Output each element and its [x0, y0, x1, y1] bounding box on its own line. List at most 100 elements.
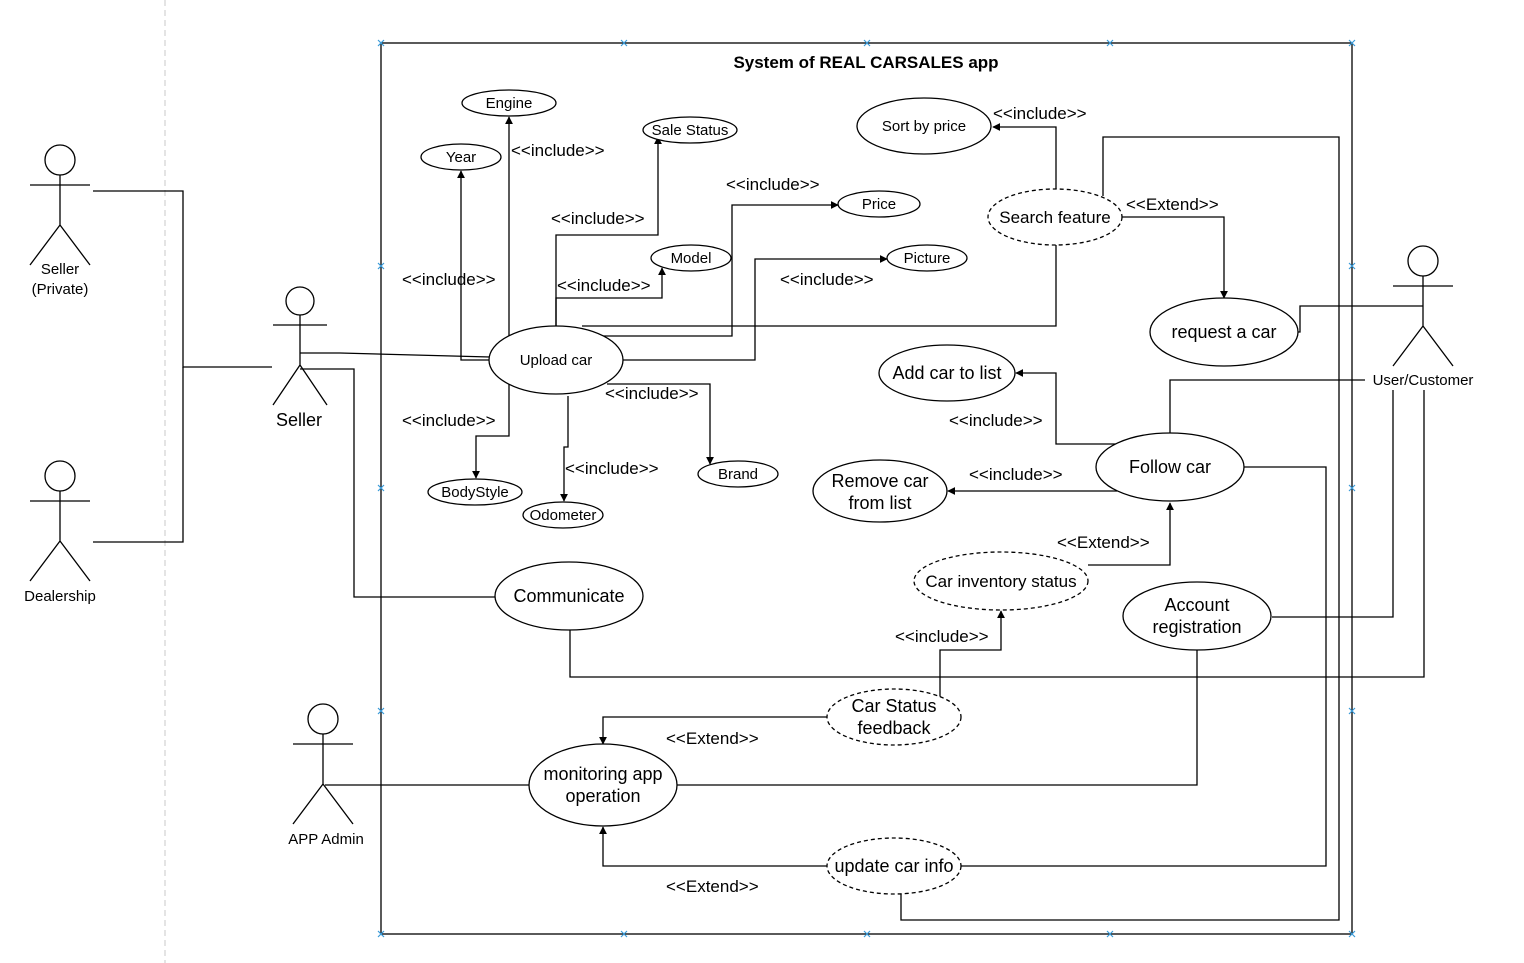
assoc-upload-search [582, 245, 1057, 327]
use-case-engine[interactable]: Engine [461, 89, 557, 117]
use-case-update-car-info[interactable]: update car info [826, 837, 962, 895]
svg-text:Odometer: Odometer [530, 507, 597, 524]
label-include-inventory: <<include>> [895, 627, 989, 646]
actor-app-admin[interactable]: APP Admin [288, 703, 364, 848]
svg-text:Sort by price: Sort by price [882, 118, 966, 135]
assoc-dealership [93, 367, 184, 543]
assoc-seller-private [93, 190, 272, 368]
include-upload-sale-status [555, 136, 662, 326]
include-search-sort [992, 123, 1057, 189]
label-include-engine: <<include>> [511, 141, 605, 160]
include-follow-addlist [1015, 369, 1117, 445]
assoc-user-account [1272, 390, 1394, 618]
svg-text:User/Customer: User/Customer [1373, 372, 1474, 389]
use-case-bodystyle[interactable]: BodyStyle [427, 478, 523, 506]
assoc-seller-upload [300, 352, 491, 358]
use-case-car-inventory-status[interactable]: Car inventory status [913, 551, 1089, 611]
use-case-sale-status[interactable]: Sale Status [642, 116, 738, 144]
relation-labels: <<include>> <<include>> <<include>> <<in… [402, 104, 1219, 896]
use-case-car-status-feedback[interactable]: Car Status feedback [826, 688, 962, 746]
use-case-odometer[interactable]: Odometer [522, 501, 604, 529]
use-case-upload-car[interactable]: Upload car [488, 325, 624, 395]
svg-text:Seller: Seller [276, 410, 322, 430]
use-case-monitoring-app-operation[interactable]: monitoring app operation [528, 743, 678, 827]
connectors [93, 116, 1425, 921]
use-case-follow-car[interactable]: Follow car [1095, 432, 1245, 502]
include-upload-picture [622, 255, 888, 361]
use-case-picture[interactable]: Picture [886, 244, 968, 272]
use-case-request-a-car[interactable]: request a car [1149, 297, 1299, 367]
include-upload-odometer [560, 396, 569, 502]
system-title: System of REAL CARSALES app [733, 53, 998, 72]
assoc-seller-communicate [300, 368, 496, 598]
actor-user-customer[interactable]: User/Customer [1365, 245, 1481, 390]
assoc-user-communicate [569, 390, 1425, 678]
svg-text:Add car to list: Add car to list [892, 363, 1001, 383]
label-include-addlist: <<include>> [949, 411, 1043, 430]
monitoring-line1: monitoring app [543, 764, 662, 784]
include-upload-price [585, 201, 839, 337]
svg-text:Year: Year [446, 149, 476, 166]
use-case-account-registration[interactable]: Account registration [1122, 581, 1272, 651]
system-boundary[interactable]: System of REAL CARSALES app [377, 39, 1356, 938]
label-include-brand: <<include>> [605, 384, 699, 403]
assoc-user-request [1296, 305, 1423, 333]
account-line2: registration [1152, 617, 1241, 637]
label-include-picture: <<include>> [780, 270, 874, 289]
svg-text:Car inventory status: Car inventory status [925, 572, 1076, 591]
svg-text:BodyStyle: BodyStyle [441, 484, 509, 501]
use-case-sort-by-price[interactable]: Sort by price [856, 97, 992, 155]
include-upload-brand [607, 383, 714, 465]
label-extend-feedback: <<Extend>> [666, 729, 759, 748]
use-case-remove-car-from-list[interactable]: Remove car from list [812, 459, 948, 523]
feedback-line2: feedback [857, 718, 931, 738]
label-include-year: <<include>> [402, 270, 496, 289]
svg-text:Picture: Picture [904, 250, 951, 267]
monitoring-line2: operation [565, 786, 640, 806]
extend-search-request [1120, 216, 1228, 299]
label-extend-follow: <<Extend>> [1057, 533, 1150, 552]
label-include-bodystyle: <<include>> [402, 411, 496, 430]
include-upload-model [555, 267, 666, 326]
actor-dealership[interactable]: Dealership [24, 460, 96, 605]
svg-text:APP Admin: APP Admin [288, 831, 364, 848]
label-include-model: <<include>> [557, 276, 651, 295]
use-case-year[interactable]: Year [420, 143, 502, 171]
include-upload-year [457, 170, 490, 361]
svg-text:Communicate: Communicate [513, 586, 624, 606]
svg-text:Dealership: Dealership [24, 588, 96, 605]
svg-text:Engine: Engine [486, 95, 533, 112]
svg-text:request a car: request a car [1171, 322, 1276, 342]
svg-text:Price: Price [862, 196, 896, 213]
label-extend-request: <<Extend>> [1126, 195, 1219, 214]
use-case-communicate[interactable]: Communicate [494, 561, 644, 631]
label-extend-updateinfo: <<Extend>> [666, 877, 759, 896]
actor-label-seller-private-2: (Private) [32, 281, 89, 298]
extend-updateinfo-monitoring [599, 826, 827, 867]
actor-seller-private[interactable]: Seller (Private) [29, 144, 91, 298]
use-case-search-feature[interactable]: Search feature [987, 188, 1123, 246]
use-case-add-car-to-list[interactable]: Add car to list [878, 344, 1016, 402]
label-include-price: <<include>> [726, 175, 820, 194]
assoc-follow-updateinfo [961, 466, 1327, 867]
svg-text:Model: Model [671, 250, 712, 267]
feedback-line1: Car Status [851, 696, 936, 716]
assoc-user-follow [1169, 379, 1368, 434]
use-case-price[interactable]: Price [837, 190, 921, 218]
label-include-removelist: <<include>> [969, 465, 1063, 484]
actor-seller[interactable]: Seller [272, 286, 328, 430]
assoc-search-user [900, 136, 1340, 921]
svg-text:Brand: Brand [718, 466, 758, 483]
remove-car-line2: from list [849, 493, 912, 513]
extend-feedback-monitoring [599, 716, 827, 745]
label-include-saleStatus: <<include>> [551, 209, 645, 228]
svg-text:Sale Status: Sale Status [652, 122, 729, 139]
svg-text:Search feature: Search feature [999, 208, 1111, 227]
actor-label-seller-private-1: Seller [41, 261, 79, 278]
use-case-brand[interactable]: Brand [697, 460, 779, 488]
svg-text:update car info: update car info [834, 856, 953, 876]
include-feedback-inventory [939, 610, 1005, 697]
use-case-model[interactable]: Model [650, 244, 732, 272]
label-include-sort: <<include>> [993, 104, 1087, 123]
